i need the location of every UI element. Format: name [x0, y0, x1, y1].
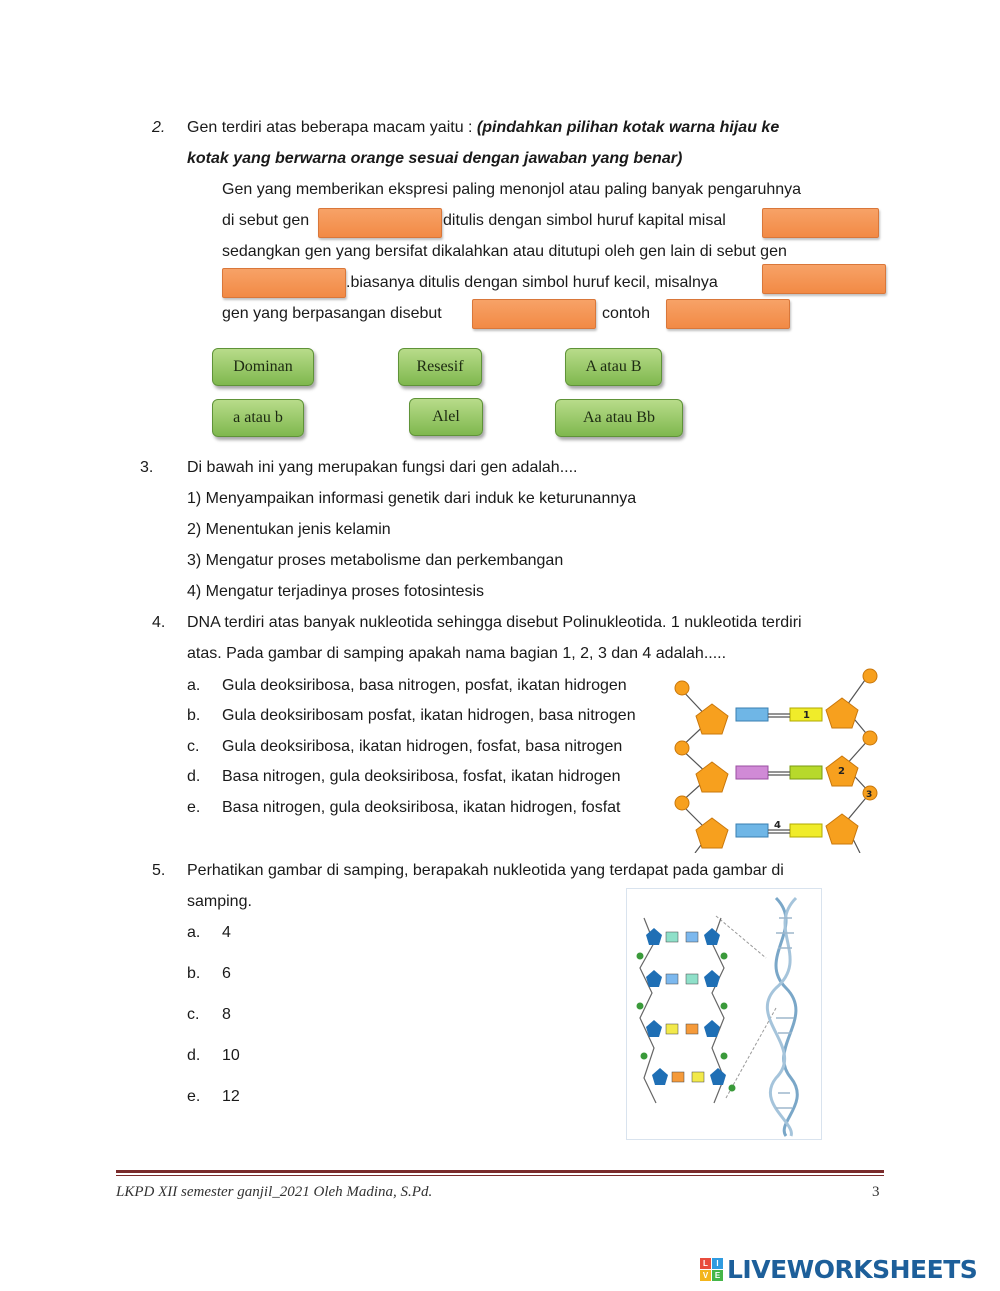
- figure-label-3: 3: [866, 790, 872, 800]
- option-chip-alel[interactable]: Alel: [409, 398, 483, 436]
- q4-option-e: Basa nitrogen, gula deoksiribosa, ikatan…: [222, 799, 621, 816]
- q5-option-c: 8: [222, 1006, 231, 1023]
- q4-number: 4.: [152, 614, 166, 631]
- q2-line1-instruction: (pindahkan pilihan kotak warna hijau ke: [476, 119, 780, 136]
- q5-number: 5.: [152, 862, 166, 879]
- footer-rule-thin: [116, 1175, 884, 1176]
- option-chip-resesif[interactable]: Resesif: [398, 348, 482, 386]
- q2-paragraph-line1: Gen yang memberikan ekspresi paling meno…: [222, 181, 802, 198]
- figure-label-4: 4: [774, 820, 781, 831]
- q4-line1: DNA terdiri atas banyak nukleotida sehin…: [187, 614, 802, 631]
- q5-option-d-letter: d.: [187, 1047, 201, 1064]
- q4-option-d: Basa nitrogen, gula deoksiribosa, fosfat…: [222, 768, 621, 785]
- q5-option-e: 12: [222, 1088, 240, 1105]
- q5-option-a-letter: a.: [187, 924, 201, 941]
- q5-line2: samping.: [187, 893, 252, 910]
- liveworksheets-logo-icon: L I V E: [700, 1258, 723, 1281]
- q2-paragraph-line2a: di sebut gen: [222, 212, 310, 229]
- q4-option-c: Gula deoksiribosa, ikatan hidrogen, fosf…: [222, 738, 623, 755]
- q3-number: 3.: [140, 459, 154, 476]
- q3-item-1: 1) Menyampaikan informasi genetik dari i…: [187, 490, 637, 507]
- logo-letter-i: I: [712, 1258, 723, 1269]
- logo-letter-e: E: [712, 1270, 723, 1281]
- q5-option-e-letter: e.: [187, 1088, 201, 1105]
- logo-letter-l: L: [700, 1258, 711, 1269]
- q4-line2: atas. Pada gambar di samping apakah nama…: [187, 645, 727, 662]
- q3-item-2: 2) Menentukan jenis kelamin: [187, 521, 391, 538]
- page-number: 3: [872, 1184, 880, 1200]
- q2-number: 2.: [152, 119, 166, 136]
- q2-line2-instruction: kotak yang berwarna orange sesuai dengan…: [187, 150, 683, 167]
- q2-paragraph-line5b: contoh: [602, 305, 651, 322]
- q4-option-a: Gula deoksiribosa, basa nitrogen, posfat…: [222, 677, 627, 694]
- figure-label-1: 1: [803, 710, 810, 721]
- q2-paragraph-line2b: ditulis dengan simbol huruf kapital misa…: [443, 212, 726, 229]
- q3-item-3: 3) Mengatur proses metabolisme dan perke…: [187, 552, 564, 569]
- q5-option-c-letter: c.: [187, 1006, 200, 1023]
- figure-label-2: 2: [838, 766, 845, 777]
- q5-line1: Perhatikan gambar di samping, berapakah …: [187, 862, 784, 879]
- q5-option-b-letter: b.: [187, 965, 201, 982]
- dna-nucleotide-figure: 1 2 3 4: [674, 668, 878, 853]
- liveworksheets-wordmark: LIVEWORKSHEETS: [727, 1255, 978, 1284]
- footer-credit: LKPD XII semester ganjil_2021 Oleh Madin…: [116, 1184, 433, 1200]
- q3-item-4: 4) Mengatur terjadinya proses fotosintes…: [187, 583, 485, 600]
- q4-option-b-letter: b.: [187, 707, 201, 724]
- q2-paragraph-line5a: gen yang berpasangan disebut: [222, 305, 442, 322]
- answer-blank-recessive-gene[interactable]: [222, 268, 346, 298]
- q5-option-b: 6: [222, 965, 231, 982]
- footer-rule: [116, 1170, 884, 1173]
- q4-option-a-letter: a.: [187, 677, 201, 694]
- q4-option-b: Gula deoksiribosam posfat, ikatan hidrog…: [222, 707, 636, 724]
- option-chip-aa-atau-bb[interactable]: Aa atau Bb: [555, 399, 683, 437]
- logo-letter-v: V: [700, 1270, 711, 1281]
- answer-blank-dominant-gene[interactable]: [318, 208, 442, 238]
- q5-option-d: 10: [222, 1047, 240, 1064]
- q2-line1: Gen terdiri atas beberapa macam yaitu : …: [187, 119, 779, 137]
- q3-question: Di bawah ini yang merupakan fungsi dari …: [187, 459, 578, 476]
- option-chip-a-atau-b-capital[interactable]: A atau B: [565, 348, 662, 386]
- q2-line1-plain: Gen terdiri atas beberapa macam yaitu :: [187, 119, 477, 136]
- q2-paragraph-line4: .biasanya ditulis dengan simbol huruf ke…: [346, 274, 718, 291]
- answer-blank-recessive-symbol[interactable]: [762, 264, 886, 294]
- answer-blank-dominant-symbol[interactable]: [762, 208, 879, 238]
- option-chip-a-atau-b-lower[interactable]: a atau b: [212, 399, 304, 437]
- q4-option-d-letter: d.: [187, 768, 201, 785]
- q5-option-a: 4: [222, 924, 231, 941]
- q4-option-e-letter: e.: [187, 799, 201, 816]
- answer-blank-allele-example[interactable]: [666, 299, 790, 329]
- answer-blank-allele[interactable]: [472, 299, 596, 329]
- dna-helix-figure: [626, 888, 822, 1140]
- q2-paragraph-line3: sedangkan gen yang bersifat dikalahkan a…: [222, 243, 787, 260]
- q4-option-c-letter: c.: [187, 738, 200, 755]
- liveworksheets-logo[interactable]: L I V E LIVEWORKSHEETS: [700, 1255, 978, 1284]
- option-chip-dominan[interactable]: Dominan: [212, 348, 314, 386]
